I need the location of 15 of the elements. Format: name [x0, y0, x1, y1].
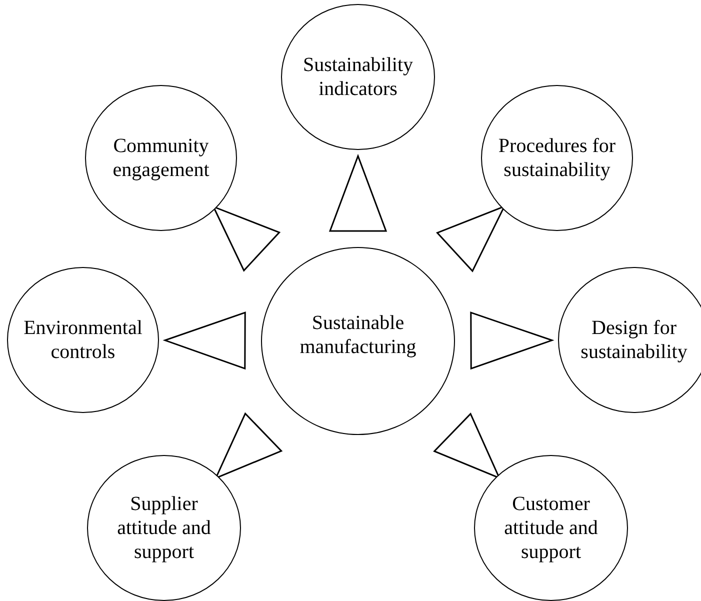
node-label: Supplier attitude and support	[116, 492, 212, 564]
triangle-arrow	[470, 312, 553, 370]
node-label: Design for sustainability	[580, 316, 688, 364]
triangle-arrow	[215, 412, 282, 479]
triangle-arrow	[329, 155, 387, 232]
triangle-arrow	[212, 206, 280, 272]
triangle-arrow	[436, 206, 506, 272]
node-label: Environmental controls	[22, 316, 144, 364]
node-label: Sustainability indicators	[302, 53, 414, 101]
node-label: Procedures for sustainability	[497, 134, 617, 182]
node-label: Sustainable manufacturing	[298, 311, 418, 359]
triangle-arrow	[164, 312, 246, 370]
node-label: Community engagement	[112, 134, 210, 182]
node-label: Customer attitude and support	[503, 492, 599, 564]
triangle-arrow	[434, 413, 500, 479]
